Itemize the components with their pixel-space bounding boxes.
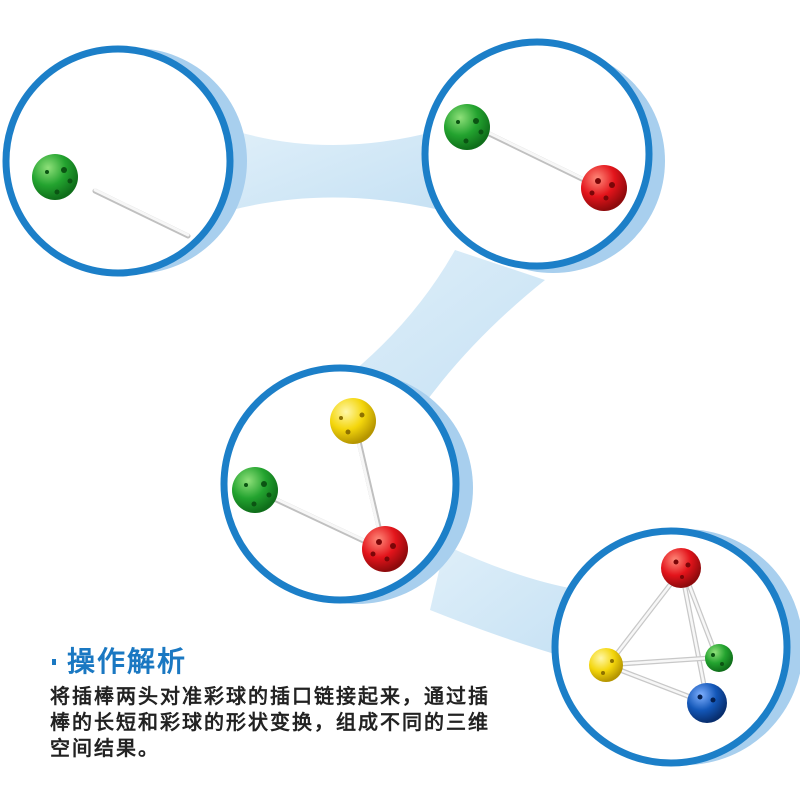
step-1-panel xyxy=(2,45,247,277)
connector-band-3 xyxy=(430,545,580,660)
section-title: 操作解析 xyxy=(67,645,188,678)
step-3-panel xyxy=(220,364,473,604)
yellow-ball xyxy=(330,398,376,444)
red-ball xyxy=(362,526,408,572)
connector-band-1 xyxy=(232,130,440,210)
description-text: 将插棒两头对准彩球的插口链接起来，通过插棒的长短和彩球的形状变换，组成不同的三维… xyxy=(50,684,490,760)
green-ball xyxy=(705,644,733,672)
green-ball xyxy=(444,104,490,150)
blue-ball xyxy=(687,683,727,723)
title-dot xyxy=(52,659,56,665)
green-ball xyxy=(232,467,278,513)
green-ball xyxy=(32,154,78,200)
step-2-panel xyxy=(421,38,665,273)
connector-band-2 xyxy=(330,250,545,410)
red-ball xyxy=(661,548,701,588)
step-4-panel xyxy=(551,527,800,767)
red-ball xyxy=(581,165,627,211)
sticks xyxy=(609,574,717,703)
yellow-ball xyxy=(589,648,623,682)
